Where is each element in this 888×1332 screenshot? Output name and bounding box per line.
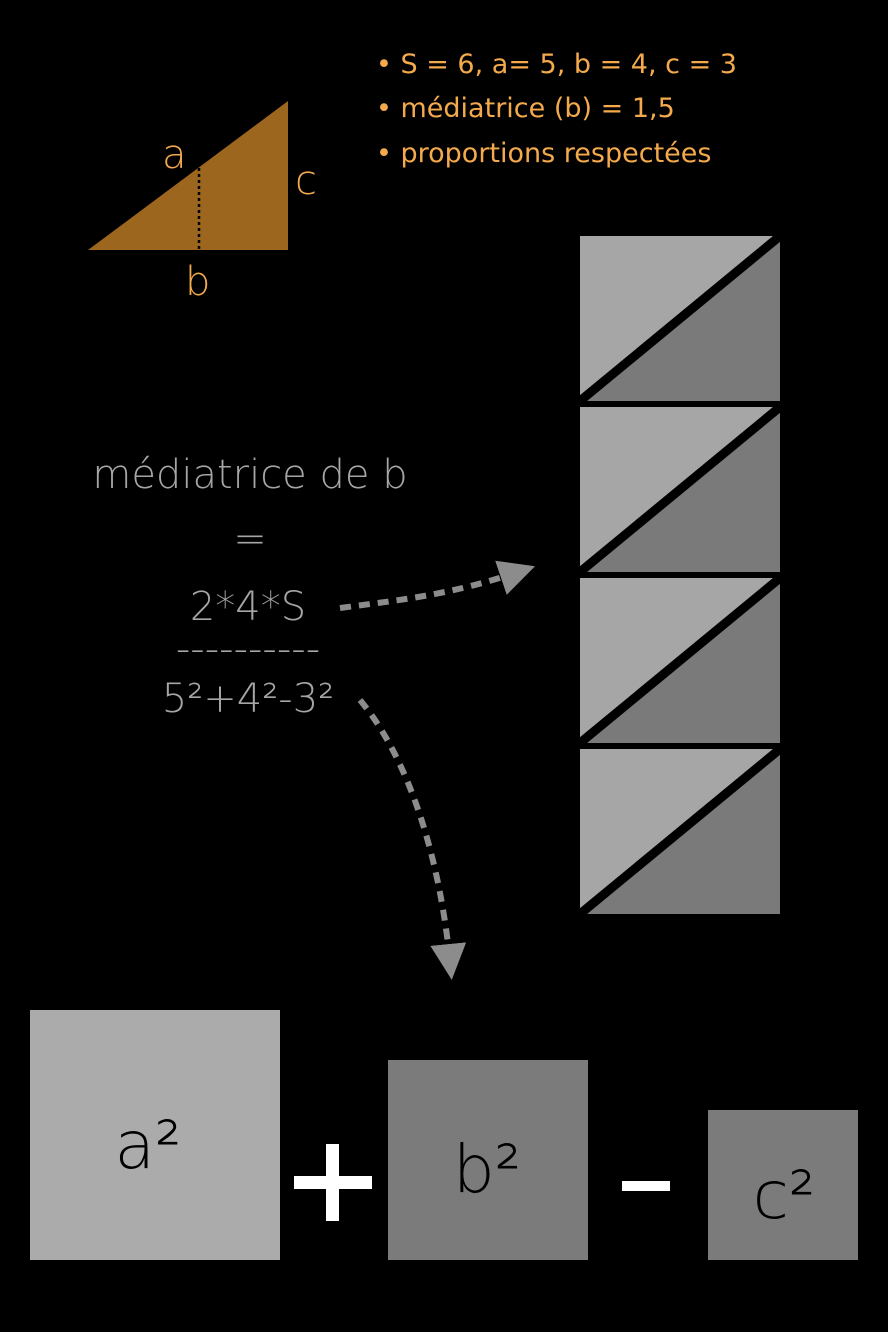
square-b-group: b² [388, 1060, 588, 1260]
tile-4 [577, 745, 783, 918]
formula-fraction-bar: ---------- [176, 626, 320, 672]
square-b [388, 1060, 588, 1260]
arrow-to-tiles [339, 560, 536, 611]
square-c-group: c² [708, 1110, 858, 1260]
triangle-label-a: a [162, 132, 187, 178]
tile-3 [577, 574, 783, 747]
tile-diagonal [577, 403, 783, 576]
bullet-item-bisector: • médiatrice (b) = 1,5 [376, 93, 675, 124]
square-c-label: c² [753, 1157, 816, 1234]
plus-operator [294, 1144, 372, 1221]
minus-operator [622, 1181, 670, 1191]
minus-bar [622, 1181, 670, 1191]
tile-stack [577, 232, 783, 918]
bullet-item-proportions: • proportions respectées [376, 138, 711, 169]
formula-denominator: 5²+4²-3² [162, 676, 334, 722]
bullet-item-values: • S = 6, a= 5, b = 4, c = 3 [376, 49, 737, 80]
plus-vertical-bar [326, 1144, 339, 1221]
formula: médiatrice de b = 2*4*S ---------- 5²+4²… [92, 452, 407, 722]
square-a-group: a² [30, 1010, 280, 1260]
square-b-label: b² [453, 1131, 521, 1208]
square-c [708, 1110, 858, 1260]
tile-2 [577, 403, 783, 576]
tile-1 [577, 232, 783, 405]
right-triangle: a c b [88, 101, 317, 305]
bullet-list: • S = 6, a= 5, b = 4, c = 3 • médiatrice… [376, 49, 737, 169]
square-a [30, 1010, 280, 1260]
tile-diagonal [577, 745, 783, 918]
formula-numerator: 2*4*S [190, 584, 306, 630]
triangle-shape [88, 101, 288, 250]
triangle-label-c: c [295, 158, 317, 204]
formula-title: médiatrice de b [92, 452, 407, 498]
tile-diagonal [577, 574, 783, 747]
arrow-to-squares [357, 698, 467, 980]
formula-equals: = [233, 516, 267, 562]
tile-diagonal [577, 232, 783, 405]
triangle-label-b: b [185, 259, 210, 305]
square-a-label: a² [115, 1107, 182, 1184]
